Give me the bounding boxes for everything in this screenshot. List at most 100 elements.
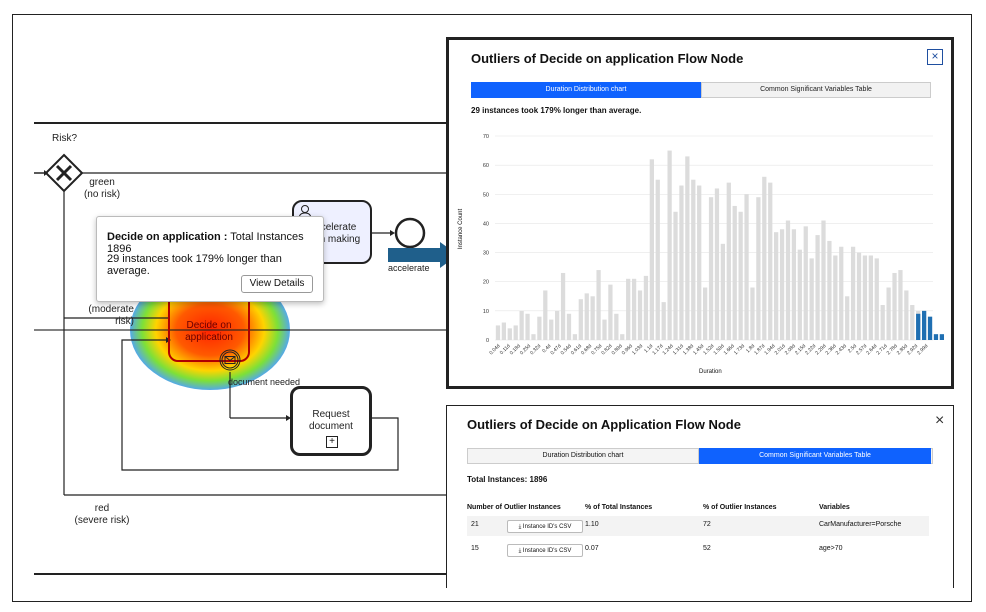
- bar: [714, 188, 720, 340]
- bar: [602, 319, 607, 340]
- bar: [785, 220, 791, 340]
- col-header-pct-outlier: % of Outlier Instances: [703, 504, 777, 511]
- bar: [898, 270, 903, 340]
- green-label: green(no risk): [83, 177, 121, 200]
- tooltip-title: Decide on application : Total Instances …: [107, 231, 304, 255]
- bar: [874, 258, 879, 340]
- bar: [892, 272, 897, 340]
- close-icon[interactable]: ×: [935, 412, 945, 429]
- tab-duration-label[interactable]: Duration Distribution chart: [467, 448, 699, 464]
- y-tick-label: 70: [483, 134, 489, 140]
- diagram-lines: [34, 153, 458, 496]
- variables-table-panel: Outliers of Decide on Application Flow N…: [446, 405, 954, 588]
- tooltip-summary: 29 instances took 179% longer than avera…: [107, 253, 282, 277]
- table-panel-title: Outliers of Decide on Application Flow N…: [467, 417, 741, 432]
- download-csv-button[interactable]: ⤓ Instance ID's CSV: [507, 544, 583, 557]
- y-tick-label: 40: [483, 221, 489, 227]
- bar: [673, 211, 678, 340]
- table-row: 15 ⤓ Instance ID's CSV 0.07 52 age>70: [467, 540, 929, 560]
- close-icon[interactable]: ×: [927, 49, 943, 65]
- bar: [691, 179, 696, 340]
- bar: [845, 296, 850, 340]
- bar: [791, 229, 797, 340]
- bar: [815, 235, 820, 340]
- outlier-table: Number of Outlier Instances % of Total I…: [467, 504, 937, 584]
- col-header-variables: Variables: [819, 504, 850, 511]
- outlier-bar: [921, 310, 927, 340]
- col-header-pct-total: % of Total Instances: [585, 504, 653, 511]
- bar: [779, 229, 785, 340]
- screenshot-frame: [12, 14, 972, 602]
- bar: [803, 226, 808, 340]
- red-label: red(severe risk): [74, 503, 130, 526]
- bar: [620, 334, 625, 340]
- bar: [537, 316, 542, 340]
- bar: [531, 334, 536, 340]
- outlier-bar: [939, 334, 945, 340]
- bar: [566, 313, 572, 340]
- bar: [720, 243, 726, 340]
- x-tick-label: 1.1d: [643, 343, 654, 354]
- duration-bar-chart: 0102030405060700.04d0.11d0.18d0.25d0.32d…: [483, 134, 945, 356]
- chart-note: 29 instances took 179% longer than avera…: [471, 106, 642, 115]
- bar: [626, 278, 631, 340]
- accelerated-label: accelerate: [388, 263, 430, 273]
- bar: [732, 205, 737, 340]
- chart-panel-title: Outliers of Decide on application Flow N…: [471, 51, 744, 66]
- bar: [756, 197, 761, 340]
- y-tick-label: 10: [483, 309, 489, 315]
- outlier-bar: [927, 316, 933, 340]
- bar: [685, 156, 690, 340]
- bar: [750, 287, 755, 340]
- bar: [614, 313, 619, 340]
- bar: [738, 211, 743, 340]
- bar: [543, 290, 548, 340]
- bar: [649, 159, 654, 340]
- bar: [555, 310, 560, 340]
- bar: [862, 255, 868, 340]
- bar: [679, 185, 684, 340]
- bar: [886, 287, 891, 340]
- bar: [560, 272, 566, 340]
- bar: [572, 334, 578, 340]
- bar: [762, 176, 767, 340]
- bar: [809, 258, 814, 340]
- bar: [637, 290, 643, 340]
- bar: [726, 182, 731, 340]
- bar: [667, 150, 672, 340]
- bar: [880, 305, 885, 340]
- bar: [856, 252, 862, 340]
- y-tick-label: 30: [483, 251, 489, 257]
- bar: [850, 246, 856, 340]
- subprocess-plus-icon[interactable]: +: [326, 436, 338, 448]
- bar: [768, 182, 773, 340]
- tab-duration-distribution[interactable]: Duration Distribution chart: [471, 82, 701, 98]
- bar: [596, 270, 601, 340]
- lane-border-top: [34, 122, 446, 124]
- message-event-icon[interactable]: [218, 348, 242, 372]
- total-instances: Total Instances: 1896: [467, 475, 548, 484]
- view-details-button[interactable]: View Details: [241, 275, 313, 293]
- duration-chart-panel: Outliers of Decide on application Flow N…: [446, 37, 954, 389]
- download-csv-button[interactable]: ⤓ Instance ID's CSV: [507, 520, 583, 533]
- bar: [549, 319, 554, 340]
- x-tick-label: 2.5d: [847, 343, 858, 354]
- tab-variables-table[interactable]: Common Significant Variables Table: [699, 448, 931, 464]
- bar: [584, 293, 589, 340]
- col-header-count: Number of Outlier Instances: [467, 504, 561, 511]
- bar: [833, 255, 838, 340]
- bar: [744, 194, 749, 340]
- bar: [697, 185, 702, 340]
- end-event[interactable]: [394, 217, 426, 249]
- bar: [608, 284, 613, 340]
- x-tick-label: 0.4d: [541, 343, 552, 354]
- bar: [821, 220, 826, 340]
- bar: [702, 287, 708, 340]
- bar: [643, 275, 649, 340]
- gateway-label: Risk?: [52, 133, 78, 144]
- outlier-bar: [916, 313, 921, 340]
- bar: [631, 278, 637, 340]
- tab-variables-table[interactable]: Common Significant Variables Table: [701, 82, 931, 98]
- lane-border-bottom: [34, 573, 446, 575]
